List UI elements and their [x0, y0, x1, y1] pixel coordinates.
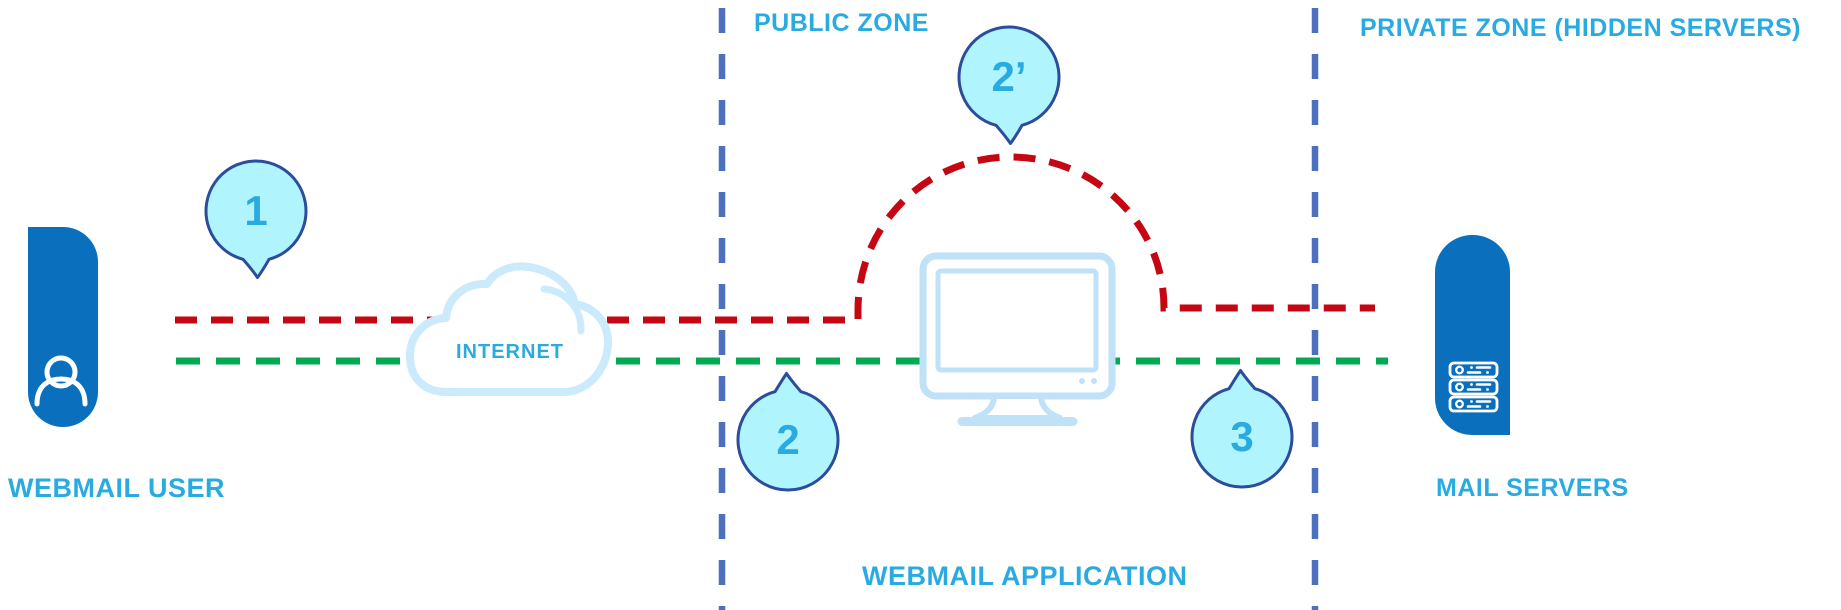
step-bubble-2	[736, 372, 840, 492]
step-bubble-1	[204, 159, 308, 279]
webmail-user-icon	[28, 227, 98, 427]
step-bubble-3	[1190, 369, 1294, 489]
mail-servers-label: MAIL SERVERS	[1436, 474, 1629, 502]
step-bubble-2-prime	[957, 25, 1061, 145]
step-number-2-prime: 2’	[991, 53, 1027, 100]
server-rack-icon	[1448, 361, 1499, 413]
webmail-application-label: WEBMAIL APPLICATION	[862, 561, 1188, 591]
webmail-application-monitor-icon	[919, 252, 1116, 426]
person-icon	[34, 355, 88, 407]
internet-cloud-icon	[406, 262, 612, 396]
webmail-user-label: WEBMAIL USER	[8, 473, 226, 503]
private-zone-label: PRIVATE ZONE (HIDDEN SERVERS)	[1360, 14, 1801, 42]
mail-servers-icon	[1435, 235, 1510, 435]
red-route-line	[175, 153, 1375, 324]
step-number-3: 3	[1230, 413, 1254, 460]
internet-label: INTERNET	[456, 341, 564, 363]
public-zone-label: PUBLIC ZONE	[754, 9, 929, 37]
step-number-1: 1	[244, 187, 268, 234]
step-number-2: 2	[776, 416, 800, 463]
